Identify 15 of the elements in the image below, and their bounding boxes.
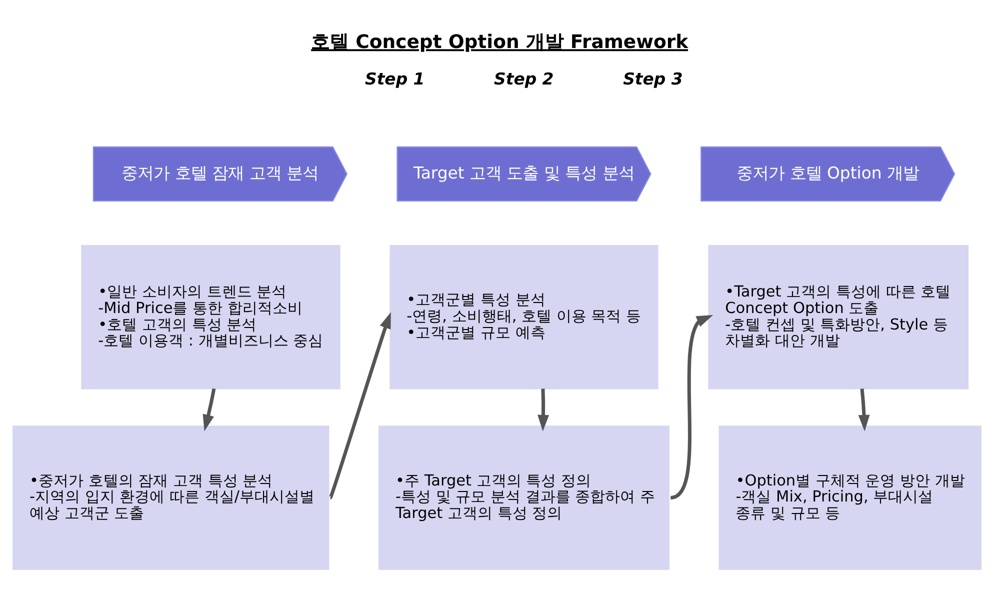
arrow bbox=[202, 388, 216, 431]
label: Step 1 bbox=[365, 68, 425, 88]
node-box: •고객군별 특성 분석 -연령, 소비행태, 호텔 이용 목적 등 •고객군별 규모 예측 bbox=[390, 244, 658, 389]
node-box: •일반 소비자의 트렌드 분석 -Mid Price를 통한 합리적소비 •호텔 고객의 특성 분석 -호텔 이용객 : 개별비즈니스 중심 bbox=[81, 244, 340, 389]
label: Step 3 bbox=[623, 68, 683, 88]
arrow bbox=[328, 312, 391, 498]
arrow bbox=[858, 388, 870, 431]
node-box: •주 Target 고객의 특성 정의 -특성 및 규모 분석 결과를 종합하여 주 Target 고객의 특성 정의 bbox=[378, 425, 670, 570]
label: Step 2 bbox=[494, 68, 554, 88]
diagram-title: 호텔 Concept Option 개발 Framework bbox=[311, 32, 688, 53]
node-box: •중저가 호텔의 잠재 고객 특성 분석 -지역의 입지 환경에 따른 객실/부대시설별 예상 고객군 도출 bbox=[12, 425, 330, 570]
node-box: •Target 고객의 특성에 따른 호텔 Concept Option 도출 -호텔 컨셉 및 특화방안, Style 등 차별화 대안 개발 bbox=[708, 244, 969, 389]
arrow bbox=[670, 314, 714, 499]
node-box: •Option별 구체적 운영 방안 개발 -객실 Mix, Pricing, 부대시설 종류 및 규모 등 bbox=[718, 425, 982, 570]
arrow bbox=[538, 388, 550, 431]
